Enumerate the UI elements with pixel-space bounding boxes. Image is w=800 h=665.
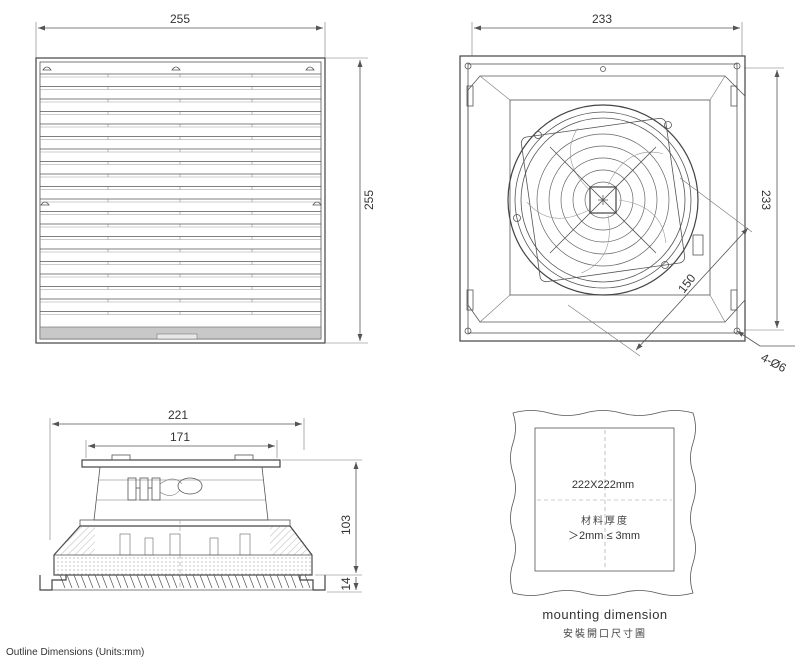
fan-plate (81, 459, 281, 468)
clip-tab (42, 66, 52, 71)
hole-spacing-label: 150 (675, 271, 699, 296)
cutout-outline (534, 427, 675, 572)
release-slot (156, 333, 198, 340)
outer-width-label: 221 (168, 408, 188, 422)
panel-outline (510, 410, 696, 596)
front-width-label: 255 (170, 12, 190, 26)
thickness-title: 材料厚度 (581, 514, 629, 527)
thickness-range: ＞2mm ≤ 3mm (568, 530, 640, 542)
front-grille-outline (35, 57, 326, 344)
filter-media (53, 554, 313, 576)
mounting-diagram: 222X222mm 材料厚度 ＞2mm ≤ 3mm mounting dimen… (510, 410, 696, 640)
side-view: 221 171 (39, 408, 362, 593)
inner-width-label: 171 (170, 430, 190, 444)
front-view: 255 255 (35, 12, 376, 344)
flange-label: 14 (339, 577, 353, 591)
clip-tab (312, 201, 322, 206)
rear-view: 233 233 (459, 12, 795, 375)
fan-ring (507, 104, 699, 296)
front-height-label: 255 (362, 190, 376, 210)
holes-label: 4-Ø6 (759, 350, 789, 375)
rear-height-label: 233 (759, 190, 773, 210)
mounting-hole (733, 62, 741, 70)
clip-tab (171, 66, 181, 71)
cutout-size-label: 222X222mm (572, 479, 634, 491)
clip-tab (40, 201, 50, 206)
depth-label: 103 (339, 515, 353, 535)
grille-fins (59, 533, 311, 589)
fan-hub (589, 186, 617, 214)
mounting-hole (464, 327, 472, 335)
clip-tab (305, 66, 315, 71)
fan-guard-rings (526, 128, 670, 274)
rear-width-label: 233 (592, 12, 612, 26)
louver-slats (40, 73, 321, 315)
footer-note: Outline Dimensions (Units:mm) (6, 647, 144, 658)
mounting-caption: mounting dimension (542, 607, 667, 622)
mounting-caption-cjk: 安裝開口尺寸圖 (563, 627, 647, 640)
fan-body-profile (93, 466, 269, 521)
rear-housing-outline (459, 55, 746, 342)
mounting-hole (464, 62, 472, 70)
